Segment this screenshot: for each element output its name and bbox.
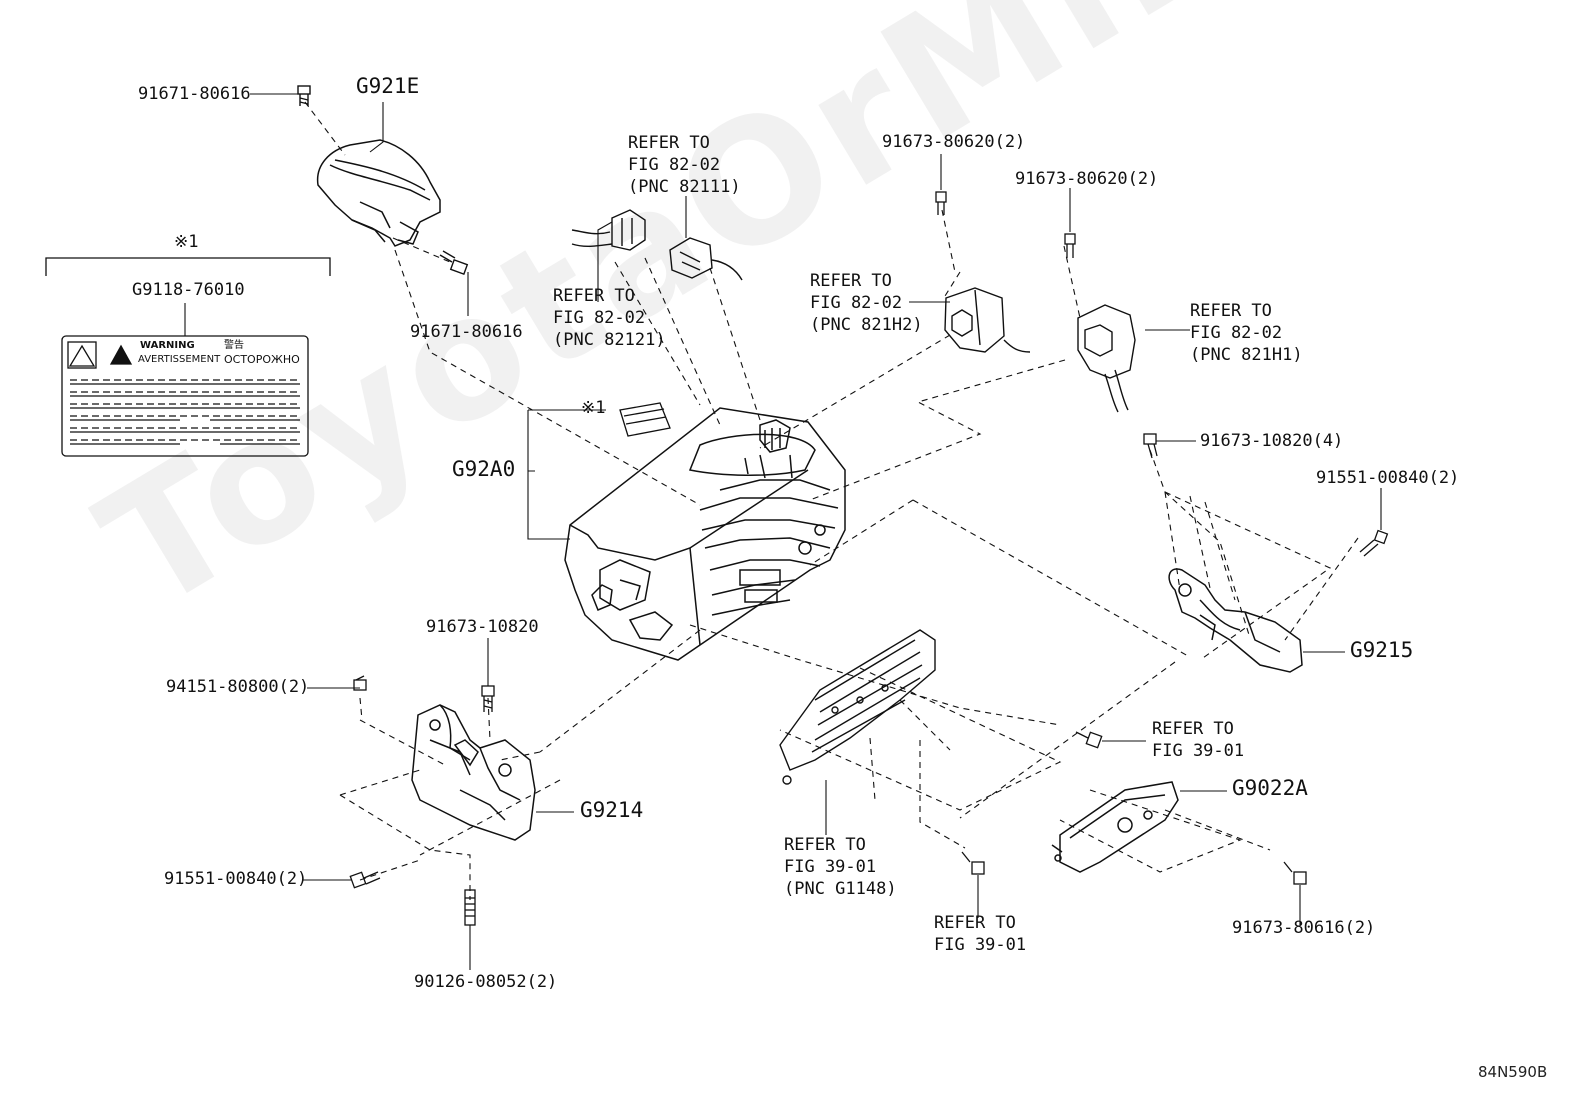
- refer-82121-line3: (PNC 82121): [553, 330, 666, 350]
- cable-82111: [669, 237, 743, 281]
- assembly-lines: [304, 101, 1359, 900]
- callout-91551-00840-right: 91551-00840(2): [1316, 468, 1460, 488]
- refer-39-01-b-line1: REFER TO: [934, 913, 1016, 933]
- callout-g9118-76010: G9118-76010: [132, 280, 245, 300]
- refer-82121-line2: FIG 82-02: [553, 308, 646, 328]
- cable-82121: [571, 209, 646, 251]
- warning-label: [61, 335, 309, 457]
- refer-821h1-line3: (PNC 821H1): [1190, 345, 1303, 365]
- bolt-91671-mid: [439, 250, 469, 275]
- note-marker-label: ※1: [174, 232, 199, 252]
- warning-text: WARNING: [140, 340, 195, 351]
- avertissement-text: AVERTISSEMENT: [138, 354, 221, 365]
- g921e-cover: [316, 139, 441, 247]
- refer-82111-line1: REFER TO: [628, 133, 710, 153]
- refer-821h1-line2: FIG 82-02: [1190, 323, 1283, 343]
- callout-91673-10820-4: 91673-10820(4): [1200, 431, 1344, 451]
- refer-g1148: REFER TO FIG 39-01 (PNC G1148): [784, 834, 897, 900]
- callout-g9215: G9215: [1350, 638, 1414, 662]
- asian-warning-text: 警告: [224, 340, 244, 351]
- refer-39-01-b-line2: FIG 39-01: [934, 935, 1027, 955]
- callout-94151-80800: 94151-80800(2): [166, 677, 310, 697]
- bolts-bottom: [961, 731, 1307, 885]
- refer-821h1-line1: REFER TO: [1190, 301, 1272, 321]
- refer-82111-line2: FIG 82-02: [628, 155, 721, 175]
- refer-82121: REFER TO FIG 82-02 (PNC 82121): [553, 285, 666, 351]
- callout-g92a0: G92A0: [452, 457, 516, 481]
- callout-g9022a: G9022A: [1232, 776, 1308, 800]
- inverter-g92a0: [564, 407, 846, 661]
- label-bracket: [45, 257, 331, 276]
- refer-82111: REFER TO FIG 82-02 (PNC 82111): [628, 132, 741, 198]
- refer-821h2: REFER TO FIG 82-02 (PNC 821H2): [810, 270, 923, 336]
- plate-g1148: [779, 629, 936, 785]
- refer-39-01-b: REFER TO FIG 39-01: [934, 912, 1026, 956]
- callout-91673-80620-a: 91673-80620(2): [882, 132, 1026, 152]
- refer-821h2-line2: FIG 82-02: [810, 293, 903, 313]
- callout-91673-80616: 91673-80616(2): [1232, 918, 1376, 938]
- russian-warning-text: ОСТОРОЖНО: [224, 353, 300, 366]
- refer-39-01-a-line2: FIG 39-01: [1152, 741, 1245, 761]
- callout-91673-10820: 91673-10820: [426, 617, 539, 637]
- refer-821h2-line3: (PNC 821H2): [810, 315, 923, 335]
- bolts-right-top: [935, 191, 1389, 557]
- refer-82111-line3: (PNC 82111): [628, 177, 741, 197]
- cover-g9022a: [1051, 781, 1179, 873]
- refer-39-01-a: REFER TO FIG 39-01: [1152, 718, 1244, 762]
- refer-g1148-line2: FIG 39-01: [784, 857, 877, 877]
- callout-g9214: G9214: [580, 798, 644, 822]
- bolt-91671-top: [297, 85, 311, 106]
- refer-g1148-line1: REFER TO: [784, 835, 866, 855]
- leader-lines: [184, 93, 1382, 970]
- callout-91551-00840-left: 91551-00840(2): [164, 869, 308, 889]
- bolts-g9214: [349, 675, 495, 926]
- callout-91671-80616-top: 91671-80616: [138, 84, 251, 104]
- callout-91671-80616-mid: 91671-80616: [410, 322, 523, 342]
- sensor-821h1: [1077, 304, 1136, 413]
- refer-82121-line1: REFER TO: [553, 286, 635, 306]
- refer-g1148-line3: (PNC G1148): [784, 879, 897, 899]
- diagram-id: 84N590B: [1478, 1063, 1548, 1081]
- refer-821h1: REFER TO FIG 82-02 (PNC 821H1): [1190, 300, 1303, 366]
- callout-91673-80620-b: 91673-80620(2): [1015, 169, 1159, 189]
- sticker-note: [619, 402, 671, 437]
- callout-90126-08052: 90126-08052(2): [414, 972, 558, 992]
- sensor-821h2: [944, 287, 1031, 353]
- note-marker-inverter: ※1: [581, 398, 606, 418]
- bracket-g9214: [411, 704, 536, 841]
- callout-g921e: G921E: [356, 74, 420, 98]
- refer-821h2-line1: REFER TO: [810, 271, 892, 291]
- bracket-g9215: [1168, 568, 1303, 673]
- refer-39-01-a-line1: REFER TO: [1152, 719, 1234, 739]
